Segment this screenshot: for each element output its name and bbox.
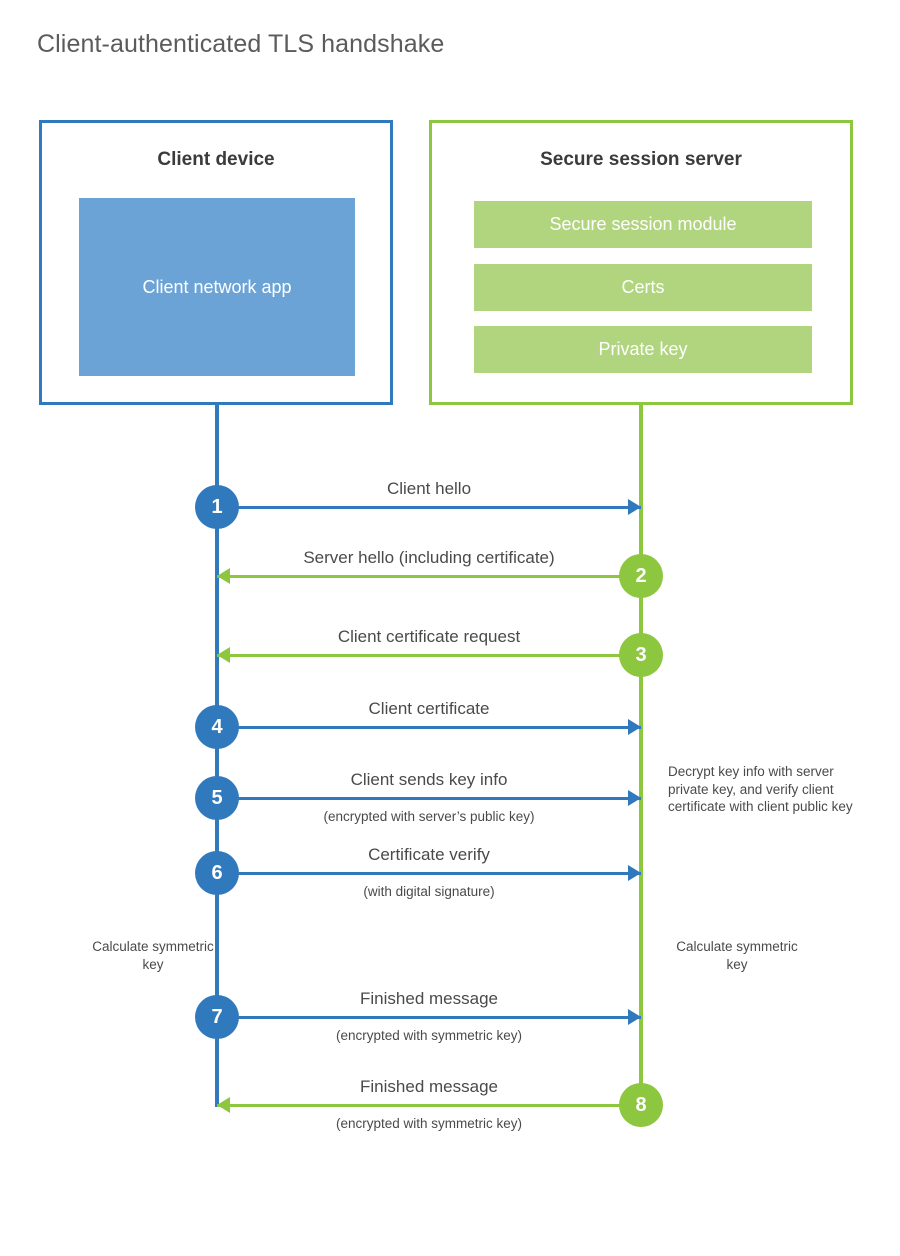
message-arrow-line-7 — [217, 1016, 641, 1019]
message-arrow-line-4 — [217, 726, 641, 729]
message-label-6: Certificate verify — [368, 845, 490, 864]
client-network-app-box: Client network app — [79, 198, 355, 376]
message-label-3: Client certificate request — [337, 627, 521, 646]
message-sublabel-7: (encrypted with symmetric key) — [335, 1028, 523, 1043]
client-calculate-symmetric-key-annotation: Calculate symmetric key — [92, 939, 214, 972]
step-circle-4[interactable]: 4 — [195, 705, 239, 749]
message-label-8: Finished message — [360, 1077, 498, 1096]
message-label-1: Client hello — [386, 479, 472, 498]
step-circle-8[interactable]: 8 — [619, 1083, 663, 1127]
message-arrow-head-2 — [217, 568, 230, 584]
server-component-certs: Certs — [474, 264, 812, 311]
message-arrow-head-8 — [217, 1097, 230, 1113]
message-sublabel-5: (encrypted with server’s public key) — [323, 809, 535, 824]
secure-session-server-title: Secure session server — [540, 149, 742, 170]
message-arrow-line-1 — [217, 506, 641, 509]
step-circle-5[interactable]: 5 — [195, 776, 239, 820]
message-arrow-head-7 — [628, 1009, 641, 1025]
client-device-box: Client device Client network app — [39, 120, 393, 405]
message-arrow-line-3 — [217, 654, 641, 657]
message-arrow-line-2 — [217, 575, 641, 578]
server-decrypt-annotation: Decrypt key info with server private key… — [668, 764, 853, 814]
message-arrow-head-3 — [217, 647, 230, 663]
message-label-7: Finished message — [360, 989, 498, 1008]
server-component-secure-session-module: Secure session module — [474, 201, 812, 248]
message-sublabel-6: (with digital signature) — [363, 884, 495, 899]
message-arrow-head-1 — [628, 499, 641, 515]
secure-session-server-box: Secure session server Secure session mod… — [429, 120, 853, 405]
message-label-2: Server hello (including certificate) — [303, 548, 555, 567]
step-circle-7[interactable]: 7 — [195, 995, 239, 1039]
step-circle-1[interactable]: 1 — [195, 485, 239, 529]
message-arrow-line-5 — [217, 797, 641, 800]
message-arrow-head-4 — [628, 719, 641, 735]
message-arrow-head-5 — [628, 790, 641, 806]
message-label-4: Client certificate — [368, 699, 490, 718]
server-component-private-key: Private key — [474, 326, 812, 373]
message-label-5: Client sends key info — [350, 770, 508, 789]
page-title: Client-authenticated TLS handshake — [37, 30, 445, 58]
client-device-title: Client device — [157, 149, 275, 170]
step-circle-2[interactable]: 2 — [619, 554, 663, 598]
server-calculate-symmetric-key-annotation: Calculate symmetric key — [676, 939, 798, 972]
message-arrow-line-8 — [217, 1104, 641, 1107]
server-lifeline — [639, 405, 643, 1107]
step-circle-3[interactable]: 3 — [619, 633, 663, 677]
message-arrow-line-6 — [217, 872, 641, 875]
client-lifeline — [215, 405, 219, 1107]
message-arrow-head-6 — [628, 865, 641, 881]
step-circle-6[interactable]: 6 — [195, 851, 239, 895]
message-sublabel-8: (encrypted with symmetric key) — [335, 1116, 523, 1131]
